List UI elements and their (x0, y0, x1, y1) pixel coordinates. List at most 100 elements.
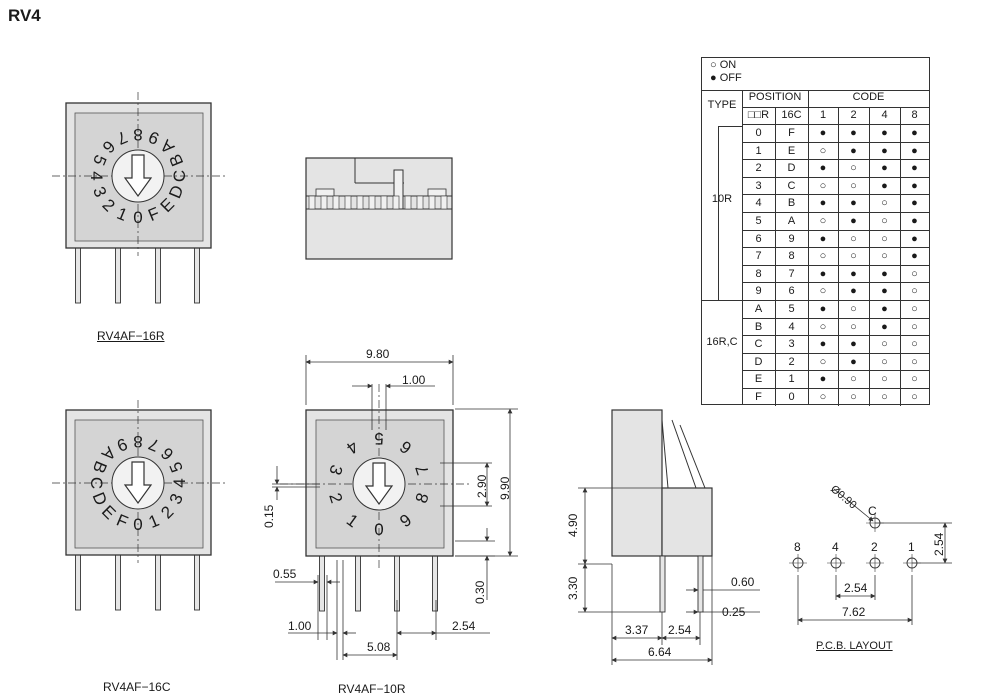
code-bit: ● (911, 127, 918, 139)
position-r: 9 (755, 285, 762, 298)
top-view (305, 157, 453, 260)
code-bit: ○ (911, 320, 918, 333)
caption-rv4af-16c: RV4AF−16C (103, 680, 171, 694)
position-16c: 9 (788, 232, 795, 245)
code-bit: ○ (881, 373, 888, 386)
pcb-hole-dia: Ø0.90 (828, 483, 859, 511)
code-bit: ● (911, 232, 918, 245)
dial-label: 0 (374, 520, 383, 539)
code-bit: ● (850, 197, 857, 210)
dim-5-08: 5.08 (367, 640, 391, 654)
code-bit: ○ (850, 320, 857, 333)
code-bit: ○ (911, 267, 918, 280)
dim-0-30: 0.30 (473, 580, 487, 604)
code-bit: ● (881, 162, 888, 175)
dim-9-80: 9.80 (366, 347, 390, 361)
sub-16c-header: 16C (781, 109, 802, 121)
code-bit: ● (881, 144, 888, 157)
code-bit: ○ (911, 303, 918, 315)
dimensions-10r (272, 355, 518, 660)
code-bit: ● (881, 127, 888, 139)
dial-label: 0 (133, 208, 142, 227)
position-16c: 6 (788, 285, 795, 298)
dim-2-90: 2.90 (475, 474, 489, 498)
code-bit: ● (850, 338, 857, 351)
position-header: POSITION (748, 91, 802, 103)
legend-off: ● OFF (710, 72, 742, 84)
code-header: CODE (852, 91, 885, 103)
sub-r-header: □□R (747, 109, 770, 121)
dial-label: 0 (133, 515, 142, 534)
dim-0-60: 0.60 (731, 575, 755, 589)
position-16c: 8 (788, 250, 795, 263)
dimensions-side (578, 487, 760, 665)
pin (194, 552, 200, 611)
pcb-pin-4: 4 (832, 540, 839, 554)
position-16c: 3 (788, 338, 795, 351)
position-16c: 0 (788, 391, 795, 403)
position-16c: F (788, 127, 795, 139)
pin (115, 552, 121, 611)
type-header: TYPE (707, 99, 737, 111)
position-16c: 4 (788, 320, 795, 333)
position-16c: D (787, 162, 796, 175)
code-bit-header: 2 (850, 109, 857, 121)
legend-on: ○ ON (710, 59, 737, 71)
code-bit: ● (911, 215, 918, 227)
pin (115, 245, 121, 304)
pin (155, 552, 161, 611)
code-bit: ● (850, 267, 857, 280)
dial-label: 4 (87, 171, 106, 180)
code-bit: ○ (850, 391, 857, 403)
pin (75, 245, 81, 304)
dim-4-90: 4.90 (566, 513, 580, 537)
code-bit: ● (850, 127, 857, 139)
side-view (611, 409, 713, 613)
caption-rv4af-16r: RV4AF−16R (97, 329, 165, 343)
code-bit: ○ (881, 391, 888, 403)
pin (355, 553, 361, 612)
pcb-layout (789, 488, 952, 625)
dial-label: 4 (170, 478, 189, 487)
code-bit: ● (819, 267, 827, 280)
code-bit: ● (881, 320, 888, 333)
position-16c: 1 (788, 373, 795, 386)
pcb-pin-2: 2 (871, 540, 878, 554)
code-bit: ● (881, 285, 888, 298)
arrow-icon (123, 154, 153, 198)
code-bit: ○ (819, 391, 827, 403)
code-bit: ● (911, 197, 918, 210)
code-bit: ○ (911, 391, 918, 403)
code-bit: ○ (819, 144, 827, 157)
position-r: F (755, 391, 762, 403)
pin (155, 245, 161, 304)
pin (75, 552, 81, 611)
code-bit: ○ (850, 179, 857, 192)
dial-label: 5 (374, 429, 383, 448)
code-bit: ○ (819, 179, 827, 192)
code-bit: ● (881, 267, 888, 280)
position-16c: 5 (788, 303, 795, 315)
dim-9-90: 9.90 (498, 476, 512, 500)
code-bit: ○ (850, 303, 857, 315)
position-r: D (754, 355, 763, 368)
code-bit-header: 4 (881, 109, 888, 121)
code-bit: ● (911, 179, 918, 192)
code-bit: ○ (819, 250, 827, 263)
code-bit: ● (850, 355, 857, 368)
code-bit: ○ (911, 355, 918, 368)
code-bit: ● (881, 303, 888, 315)
code-bit: ○ (850, 232, 857, 245)
code-bit: ○ (911, 338, 918, 351)
dim-2-54-side: 2.54 (668, 623, 692, 637)
code-bit: ○ (819, 285, 827, 298)
position-r: C (754, 338, 763, 351)
dim-0-55: 0.55 (273, 567, 297, 581)
caption-pcb-layout: P.C.B. LAYOUT (816, 640, 893, 652)
pcb-pin-1: 1 (908, 540, 915, 554)
code-bit: ○ (881, 197, 888, 210)
code-bit: ○ (881, 215, 888, 227)
